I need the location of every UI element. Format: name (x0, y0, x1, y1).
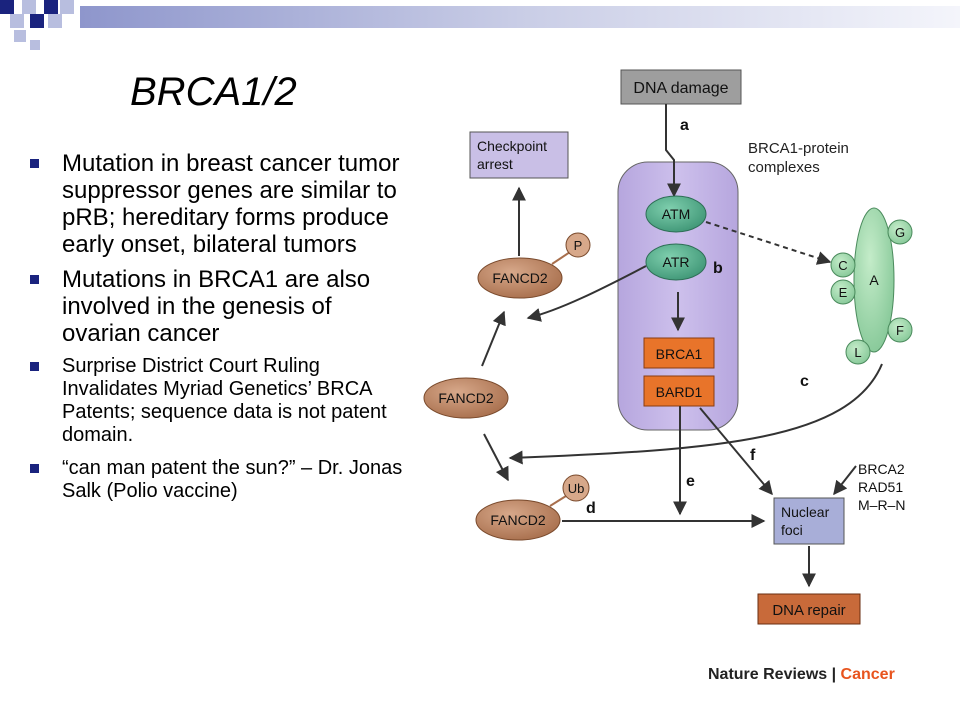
step-e-label: e (686, 473, 695, 490)
step-f-label: f (750, 447, 756, 464)
bullet-text: Mutation in breast cancer tumor suppress… (62, 150, 400, 258)
bullet-square-icon (30, 464, 39, 473)
top-decorative-band (0, 0, 960, 56)
bard1-label: BARD1 (656, 384, 703, 400)
bullet-text: “can man patent the sun?” – Dr. Jonas Sa… (62, 457, 403, 502)
bullet-text: Mutations in BRCA1 are also involved in … (62, 266, 371, 347)
complex-g-label: G (895, 225, 905, 240)
complex-a-node (853, 207, 895, 353)
arrow-atr-to-fancd2-p (526, 265, 647, 322)
checkpoint-arrest-box (469, 131, 569, 179)
brca1-box (643, 337, 715, 369)
arrow-dna-damage-to-atm (665, 104, 681, 198)
bullet-square-icon (30, 159, 39, 168)
bullet-list: Mutation in breast cancer tumor suppress… (30, 150, 415, 513)
bullet-item: Mutations in BRCA1 are also involved in … (30, 266, 415, 347)
complex-g-node (887, 219, 913, 245)
complex-c-node (830, 252, 856, 278)
band-graphic (0, 0, 960, 50)
ubiquitin-label: Ub (568, 481, 585, 496)
slide-title: BRCA1/2 (130, 70, 297, 114)
rad51-label: RAD51 (858, 479, 903, 495)
fancd2-node (423, 377, 509, 419)
bard1-box (643, 375, 715, 407)
credit-section: Cancer (840, 666, 895, 683)
complex-f-node (887, 317, 913, 343)
atm-node (645, 195, 707, 233)
band-square-dark-1 (0, 0, 14, 14)
fancd2-label: FANCD2 (438, 390, 493, 406)
bullet-item: “can man patent the sun?” – Dr. Jonas Sa… (30, 457, 415, 503)
dna-damage-box (620, 69, 742, 105)
arrow-complex-to-fancd2 (508, 363, 883, 465)
band-gradient (80, 6, 960, 28)
p-connector (551, 251, 571, 265)
band-square-light-5 (14, 30, 26, 42)
complex-c-label: C (838, 258, 847, 273)
bullet-text: Surprise District Court Ruling Invalidat… (62, 355, 387, 446)
nuclear-foci-label-1: Nuclear (781, 504, 830, 520)
atr-node (645, 243, 707, 281)
step-a-label: a (680, 117, 689, 134)
step-b-label: b (713, 260, 723, 277)
credit-separator: | (827, 666, 841, 683)
ub-connector (549, 495, 567, 507)
bullet-square-icon (30, 275, 39, 284)
dna-damage-label: DNA damage (633, 80, 728, 97)
arrow-bard1-to-foci-f (699, 407, 773, 496)
checkpoint-arrest-label-1: Checkpoint (477, 138, 547, 154)
brca1-label: BRCA1 (656, 346, 703, 362)
nuclear-foci-label-2: foci (781, 522, 803, 538)
nuclear-foci-box (773, 497, 845, 545)
bullet-item: Mutation in breast cancer tumor suppress… (30, 150, 415, 258)
dna-repair-label: DNA repair (772, 602, 845, 619)
credit-journal: Nature Reviews (708, 666, 828, 683)
band-square-dark-2 (44, 0, 58, 14)
fancd2-phospho-node (477, 257, 563, 299)
mrn-label: M–R–N (858, 497, 905, 513)
phosphate-p-label: P (574, 238, 583, 253)
checkpoint-arrest-label-2: arrest (477, 156, 513, 172)
band-square-dark-3 (30, 14, 44, 28)
complex-f-label: F (896, 323, 904, 338)
phosphate-p-node (565, 232, 591, 258)
fancd2-ub-node (475, 499, 561, 541)
bullet-square-icon (30, 362, 39, 371)
step-d-label: d (586, 500, 596, 517)
arrow-repair-proteins-to-foci (833, 465, 857, 496)
band-square-light-6 (30, 40, 40, 50)
band-square-light-4 (48, 14, 62, 28)
complex-label-1: BRCA1-protein (748, 140, 849, 157)
complex-l-label: L (854, 345, 861, 360)
brca2-label: BRCA2 (858, 461, 905, 477)
source-credit: Nature Reviews | Cancer (708, 666, 895, 684)
step-c-label: c (800, 373, 809, 390)
bullet-item: Surprise District Court Ruling Invalidat… (30, 355, 415, 447)
band-square-light-2 (60, 0, 74, 14)
arrow-atm-to-complex (705, 221, 832, 265)
band-square-light-3 (10, 14, 24, 28)
arrow-fancd2-to-fancd2-ub (483, 433, 509, 482)
atm-label: ATM (662, 206, 691, 222)
dna-repair-box (757, 593, 861, 625)
arrow-fancd2-to-fancd2-p (481, 310, 506, 367)
ubiquitin-node (562, 474, 590, 502)
atr-label: ATR (663, 254, 690, 270)
fancd2-phospho-label: FANCD2 (492, 270, 547, 286)
complex-l-node (845, 339, 871, 365)
complex-a-label: A (869, 272, 879, 288)
band-square-light-1 (22, 0, 36, 14)
complex-label-2: complexes (748, 159, 820, 176)
complex-e-node (830, 279, 856, 305)
fancd2-ub-label: FANCD2 (490, 512, 545, 528)
complex-e-label: E (839, 285, 848, 300)
